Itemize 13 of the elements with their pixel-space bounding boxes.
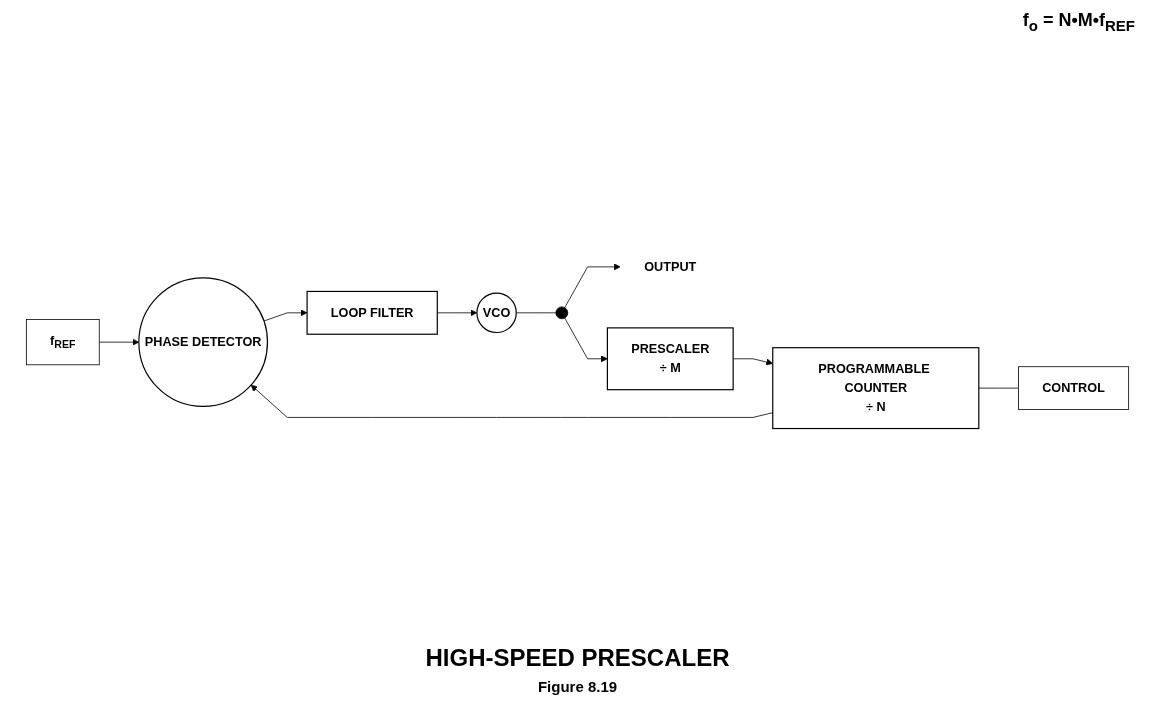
node-box: f$_{REF}$ <box>25 319 100 366</box>
node-box: CONTROL <box>1018 366 1130 410</box>
connector <box>978 387 1019 389</box>
node-box: PRESCALER ÷ M <box>606 327 734 391</box>
node-circle <box>555 306 569 320</box>
node-box: PROGRAMMABLE COUNTER ÷ N <box>772 347 980 430</box>
node-circle: PHASE DETECTOR <box>138 277 269 408</box>
figure-caption: Figure 8.19 <box>537 678 618 695</box>
node-text: OUTPUT <box>644 259 697 274</box>
formula-label: f$_{o}$ = N•M•f$_{REF}$ <box>1022 10 1135 30</box>
node-circle: VCO <box>476 292 517 334</box>
node-box: LOOP FILTER <box>306 290 438 335</box>
diagram-title: HIGH-SPEED PRESCALER <box>425 644 730 672</box>
